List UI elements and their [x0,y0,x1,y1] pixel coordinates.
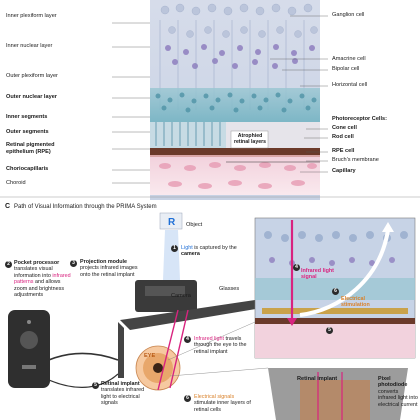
step-3-title: Projection module [80,259,128,265]
label-inner-segments: Inner segments [6,114,48,120]
label-cone-cell: Cone cell [332,125,357,131]
step-4-text: Infrared light travels through the eye t… [194,336,252,355]
label-outer-plexiform: Outer plexiform layer [6,73,58,79]
step-1-text: Light is captured by the camera [181,245,243,258]
label-inner-nuclear: Inner nuclear layer [6,43,53,49]
step-1-camera: camera [181,251,200,258]
label-rod-cell: Rod cell [332,134,354,140]
label-capillary: Capillary [332,168,356,174]
label-choroid: Choroid [6,180,26,186]
label-object: Object [186,222,203,228]
step-2-highlight: infrared patterns [14,272,71,286]
label-outer-segments: Outer segments [6,129,49,135]
prima-system-illustration: R [8,212,416,420]
photodiode-title: Pixel photodiode [378,376,408,389]
inset-electrical-stimulation: Electrical stimulation [341,296,370,309]
step-3-text: Projection module projects infrared imag… [80,259,142,278]
label-eye: EYE [144,353,156,359]
step-1-light: Light [181,245,193,251]
label-horizontal-cell: Horizontal cell [332,82,368,88]
retina-illustration [0,0,420,200]
step-2-body: translates visual information into [14,266,53,279]
step-1-middle: is captured by the [192,245,237,251]
step-1-marker: 1 [171,245,178,252]
label-rpe-line1: Retinal pigmented [6,142,55,148]
step-5-marker: 5 [92,382,99,389]
step-3-marker: 3 [70,260,77,267]
step-6-highlight: Electrical signals [194,394,235,400]
label-photoreceptor-cells: Photoreceptor Cells: [332,116,388,122]
label-camera: Camera [171,293,191,299]
step-5-text: Retinal implant translates infrared ligh… [101,381,151,407]
step-4-marker: 4 [184,336,191,343]
label-rpe-line2: epithelium (RPE) [6,149,51,155]
step-6-body: stimulate inner layers of retinal cells [194,400,251,413]
inset-marker-5: 5 [326,327,333,334]
label-outer-nuclear: Outer nuclear layer [6,94,57,100]
inset-marker-6: 6 [332,288,339,295]
step-2-title: Pocket processor [14,260,60,266]
photodiode-body: converts infrared light into electrical … [378,388,418,408]
step-2-marker: 2 [5,261,12,268]
step-6-text: Electrical signals stimulate inner layer… [194,394,254,413]
step-3-body: projects infrared images onto the retina… [80,265,138,278]
label-amacrine-cell: Amacrine cell [332,56,366,62]
label-atrophied-retinal-layers: Atrophied retinal layers [233,133,266,146]
step-4-body: travels through the eye to the retinal i… [194,336,247,355]
photodiode-text: Pixel photodiode converts infrared light… [378,376,418,408]
label-bruchs-membrane: Bruch’s membrane [332,157,379,163]
label-ganglion-cell: Ganglion cell [332,12,365,18]
step-6-marker: 6 [184,395,191,402]
step-5-body: translates infrared light to electrical … [101,387,145,407]
step-2-text: Pocket processor translates visual infor… [14,260,74,299]
step-5-title: Retinal implant [101,381,140,387]
panel-letter: C [5,203,11,210]
panel-c: C Path of Visual Information through the… [0,200,420,420]
label-rpe-cell: RPE cell [332,148,355,154]
panel-c-title: Path of Visual Information through the P… [14,204,157,210]
label-choriocapillaris: Choriocapillaris [6,166,49,172]
label-retinal-implant: Retinal implant [297,376,338,382]
retina-cross-section: Inner plexiform layer Inner nuclear laye… [0,0,420,200]
label-bipolar-cell: Bipolar cell [332,66,360,72]
svg-text:R: R [168,217,176,228]
inset-infrared-signal: Infrared light signal [301,268,334,281]
label-glasses: Glasses [219,286,240,292]
label-inner-plexiform: Inner plexiform layer [6,13,57,19]
inset-marker-4: 4 [293,264,300,271]
step-4-highlight: Infrared light [194,336,224,342]
step-2-rest: and allows zoom and brightness adjustmen… [14,279,65,299]
